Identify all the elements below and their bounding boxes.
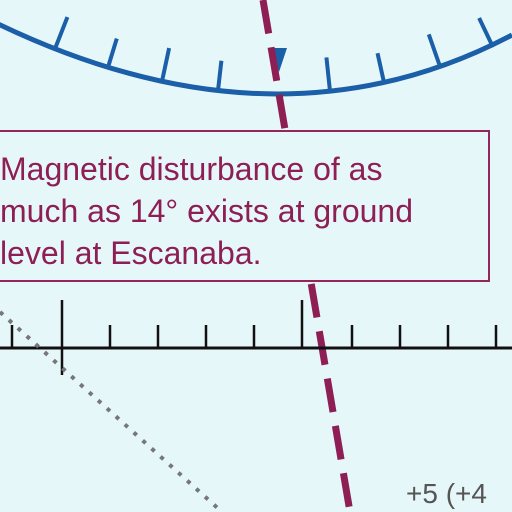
magnetic-disturbance-note: Magnetic disturbance of as much as 14° e…	[0, 130, 490, 282]
compass-rose-tick	[106, 37, 119, 68]
note-line-3: level at Escanaba.	[0, 235, 262, 271]
compass-rose-tick	[477, 17, 494, 46]
note-line-1: Magnetic disturbance of as	[0, 151, 383, 187]
compass-rose-tick	[160, 47, 172, 82]
compass-rose-tick	[53, 16, 70, 50]
compass-rose-tick	[375, 52, 386, 83]
scale-ticks	[10, 300, 498, 375]
compass-rose-tick	[324, 57, 332, 92]
compass-rose-ticks	[53, 16, 494, 92]
compass-rose-arc	[0, 21, 512, 97]
distance-scale	[0, 300, 512, 375]
magnetic-variation-label: +5 (+4	[406, 478, 487, 509]
dotted-line	[0, 310, 224, 512]
compass-rose-tick	[426, 33, 442, 68]
compass-rose-tick	[216, 60, 224, 91]
note-line-2: much as 14° exists at ground	[0, 193, 414, 229]
compass-rose	[0, 16, 512, 97]
